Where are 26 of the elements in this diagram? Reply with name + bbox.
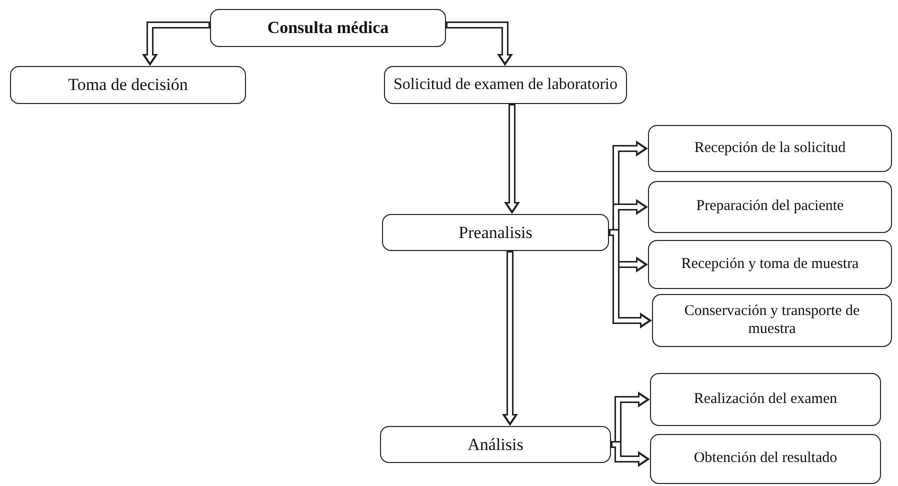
box-label: Obtención del resultado: [694, 450, 838, 468]
block-arrow: [446, 22, 513, 66]
box-label: Realización del examen: [694, 390, 838, 408]
box-label: Análisis: [468, 434, 524, 454]
box-label: Preparación del paciente: [696, 198, 844, 216]
process-box: [648, 181, 892, 233]
box-label: Conservación y transporte de muestra: [683, 303, 861, 338]
box-label: Consulta médica: [267, 18, 389, 38]
process-box: [648, 125, 892, 172]
process-box: [650, 373, 881, 426]
process-box: [382, 214, 609, 251]
box-label: Recepción y toma de muestra: [681, 256, 859, 274]
block-arrow: [142, 22, 210, 66]
process-box: [648, 240, 892, 289]
block-arrow: [502, 251, 518, 426]
box-label: Preanalisis: [458, 222, 532, 242]
process-box: [650, 434, 881, 484]
process-box: [384, 66, 627, 104]
process-box: [380, 426, 611, 463]
box-label: Solicitud de examen de laboratorio: [394, 76, 618, 94]
process-box: [210, 9, 446, 47]
process-box: [10, 66, 246, 104]
process-box: [652, 294, 892, 347]
block-arrow: [504, 104, 520, 214]
box-label: Recepción de la solicitud: [694, 140, 846, 158]
box-label: Toma de decisión: [68, 75, 188, 95]
